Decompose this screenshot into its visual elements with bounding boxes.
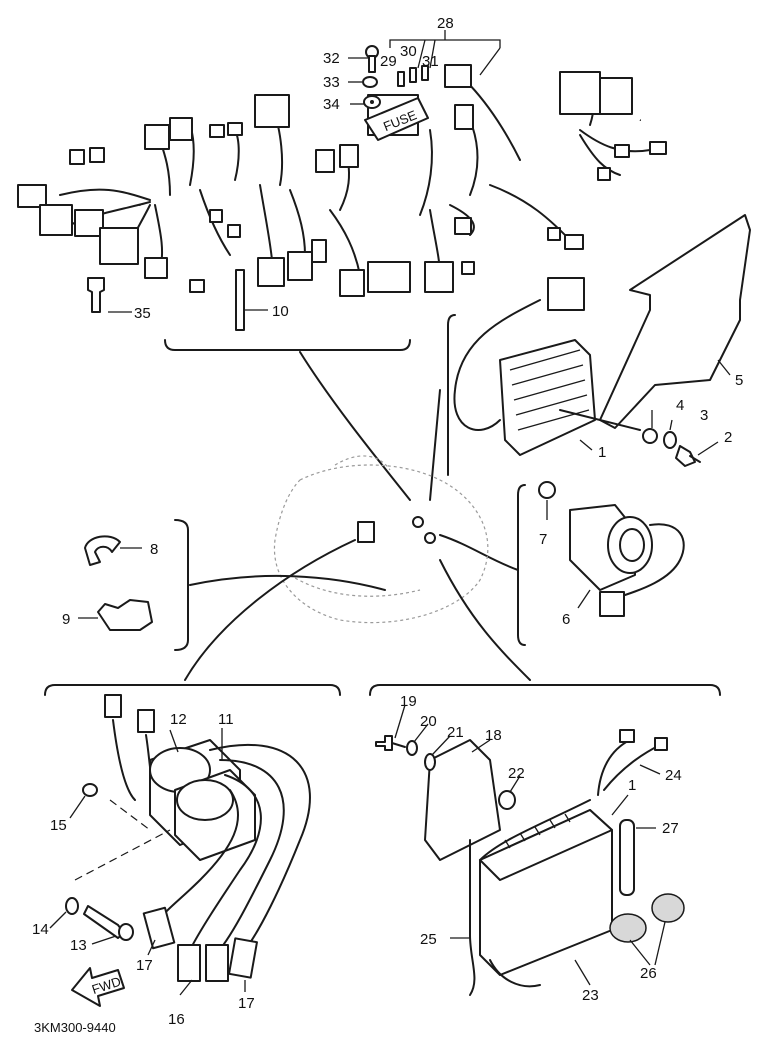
callout-13: 13 <box>70 937 87 954</box>
callout-19: 19 <box>400 693 417 710</box>
callout-5: 5 <box>735 372 743 389</box>
callout-26: 26 <box>640 965 657 982</box>
horn-assembly <box>517 481 685 646</box>
callout-21: 21 <box>447 724 464 741</box>
callout-6: 6 <box>562 611 570 628</box>
battery-assembly <box>375 729 685 996</box>
callout-12: 12 <box>170 711 187 728</box>
callout-34: 34 <box>323 96 340 113</box>
callout-29: 29 <box>380 53 397 70</box>
callout-1: 1 <box>598 444 606 461</box>
callout-1b: 1 <box>628 777 636 794</box>
callout-17b: 17 <box>238 995 255 1012</box>
callout-24: 24 <box>665 767 682 784</box>
wire-harness: FUSE <box>17 45 667 331</box>
callout-2: 2 <box>724 429 732 446</box>
callout-14: 14 <box>32 921 49 938</box>
callout-30: 30 <box>400 43 417 60</box>
diagram-code: 3KM300-9440 <box>34 1020 116 1035</box>
callout-20: 20 <box>420 713 437 730</box>
callout-35: 35 <box>134 305 151 322</box>
ignition-coils <box>65 694 311 982</box>
callout-33: 33 <box>323 74 340 91</box>
callout-4: 4 <box>676 397 684 414</box>
callout-18: 18 <box>485 727 502 744</box>
callout-15: 15 <box>50 817 67 834</box>
callout-8: 8 <box>150 541 158 558</box>
callout-16: 16 <box>168 1011 185 1028</box>
callout-23: 23 <box>582 987 599 1004</box>
callout-7: 7 <box>539 531 547 548</box>
frame-ghost-outline <box>273 455 489 624</box>
callout-17a: 17 <box>136 957 153 974</box>
callout-3: 3 <box>700 407 708 424</box>
clips <box>84 519 189 651</box>
callout-9: 9 <box>62 611 70 628</box>
callout-11: 11 <box>218 711 234 728</box>
regulator-assembly <box>453 214 751 467</box>
callout-25: 25 <box>420 931 437 948</box>
callout-10: 10 <box>272 303 289 320</box>
callout-31: 31 <box>422 53 439 70</box>
callout-22: 22 <box>508 765 525 782</box>
callouts: 1 2 3 4 5 6 7 8 9 10 11 12 13 14 15 16 1… <box>32 15 743 1028</box>
callout-32: 32 <box>323 50 340 67</box>
callout-27: 27 <box>662 820 679 837</box>
fwd-arrow: FWD <box>71 967 125 1007</box>
callout-28: 28 <box>437 15 454 32</box>
